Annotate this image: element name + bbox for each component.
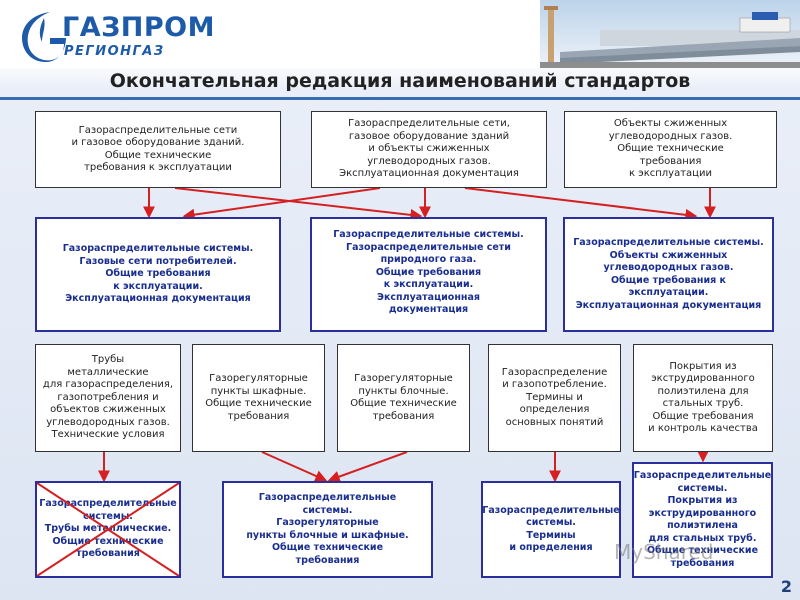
slide-number: 2 (780, 577, 792, 596)
result-box-6: Газораспределительные системы. Термины и… (481, 481, 621, 578)
source-box-5-text: Газорегуляторные пункты шкафные. Общие т… (205, 373, 312, 422)
source-box-8-text: Покрытия из экструдированного полиэтилен… (648, 360, 758, 435)
arrow-5 (464, 187, 698, 221)
result-box-7: Газораспределительные системы. Покрытия … (632, 462, 773, 578)
source-box-1-text: Газораспределительные сети и газовое обо… (71, 124, 245, 174)
result-box-5: Газораспределительные системы. Газорегул… (222, 481, 433, 578)
source-box-2-text: Газораспределительные сети, газовое обор… (339, 118, 519, 180)
cancel-cross-icon (37, 483, 179, 576)
arrow-8 (261, 451, 328, 482)
header-photo (540, 0, 800, 68)
result-box-2: Газораспределительные системы. Газораспр… (310, 217, 547, 332)
source-box-6: Газорегуляторные пункты блочные. Общие т… (337, 344, 470, 452)
page-title: Окончательная редакция наименований стан… (109, 70, 691, 92)
source-box-1: Газораспределительные сети и газовое обо… (35, 111, 281, 188)
brand-subname: РЕГИОНГАЗ (64, 44, 165, 59)
result-box-1: Газораспределительные системы. Газовые с… (35, 217, 281, 332)
source-box-6-text: Газорегуляторные пункты блочные. Общие т… (350, 373, 457, 422)
source-box-4: Трубы металлические для газораспределени… (35, 344, 181, 452)
arrow-2 (174, 187, 423, 221)
result-box-7-text: Газораспределительные системы. Покрытия … (633, 470, 772, 569)
gazprom-flame-icon (22, 12, 66, 62)
source-box-3-text: Объекты сжиженных углеводородных газов. … (608, 118, 733, 180)
source-box-7-text: Газораспределение и газопотребление. Тер… (501, 366, 608, 428)
result-box-3: Газораспределительные системы. Объекты с… (563, 217, 774, 332)
source-box-4-text: Трубы металлические для газораспределени… (42, 354, 174, 441)
result-box-1-text: Газораспределительные системы. Газовые с… (62, 243, 254, 305)
arrow-3 (182, 187, 381, 221)
result-box-6-text: Газораспределительные системы. Термины и… (482, 504, 620, 554)
source-box-5: Газорегуляторные пункты шкафные. Общие т… (192, 344, 325, 452)
result-box-5-text: Газораспределительные системы. Газорегул… (246, 492, 409, 566)
source-box-2: Газораспределительные сети, газовое обор… (311, 111, 547, 188)
watermark: MyShared (614, 540, 714, 564)
source-box-3: Объекты сжиженных углеводородных газов. … (564, 111, 777, 188)
source-box-7: Газораспределение и газопотребление. Тер… (488, 344, 621, 452)
result-box-4-text: Газораспределительные системы. Трубы мет… (39, 498, 177, 560)
result-box-3-text: Газораспределительные системы. Объекты с… (573, 237, 764, 311)
arrow-9 (327, 451, 408, 483)
result-box-2-text: Газораспределительные системы. Газораспр… (333, 229, 524, 315)
header-bar: ГАЗПРОМ РЕГИОНГАЗ (0, 0, 800, 68)
brand-name: ГАЗПРОМ (62, 12, 215, 43)
result-box-4-cancelled: Газораспределительные системы. Трубы мет… (35, 481, 181, 578)
source-box-8: Покрытия из экструдированного полиэтилен… (633, 344, 773, 452)
title-divider (0, 97, 800, 100)
